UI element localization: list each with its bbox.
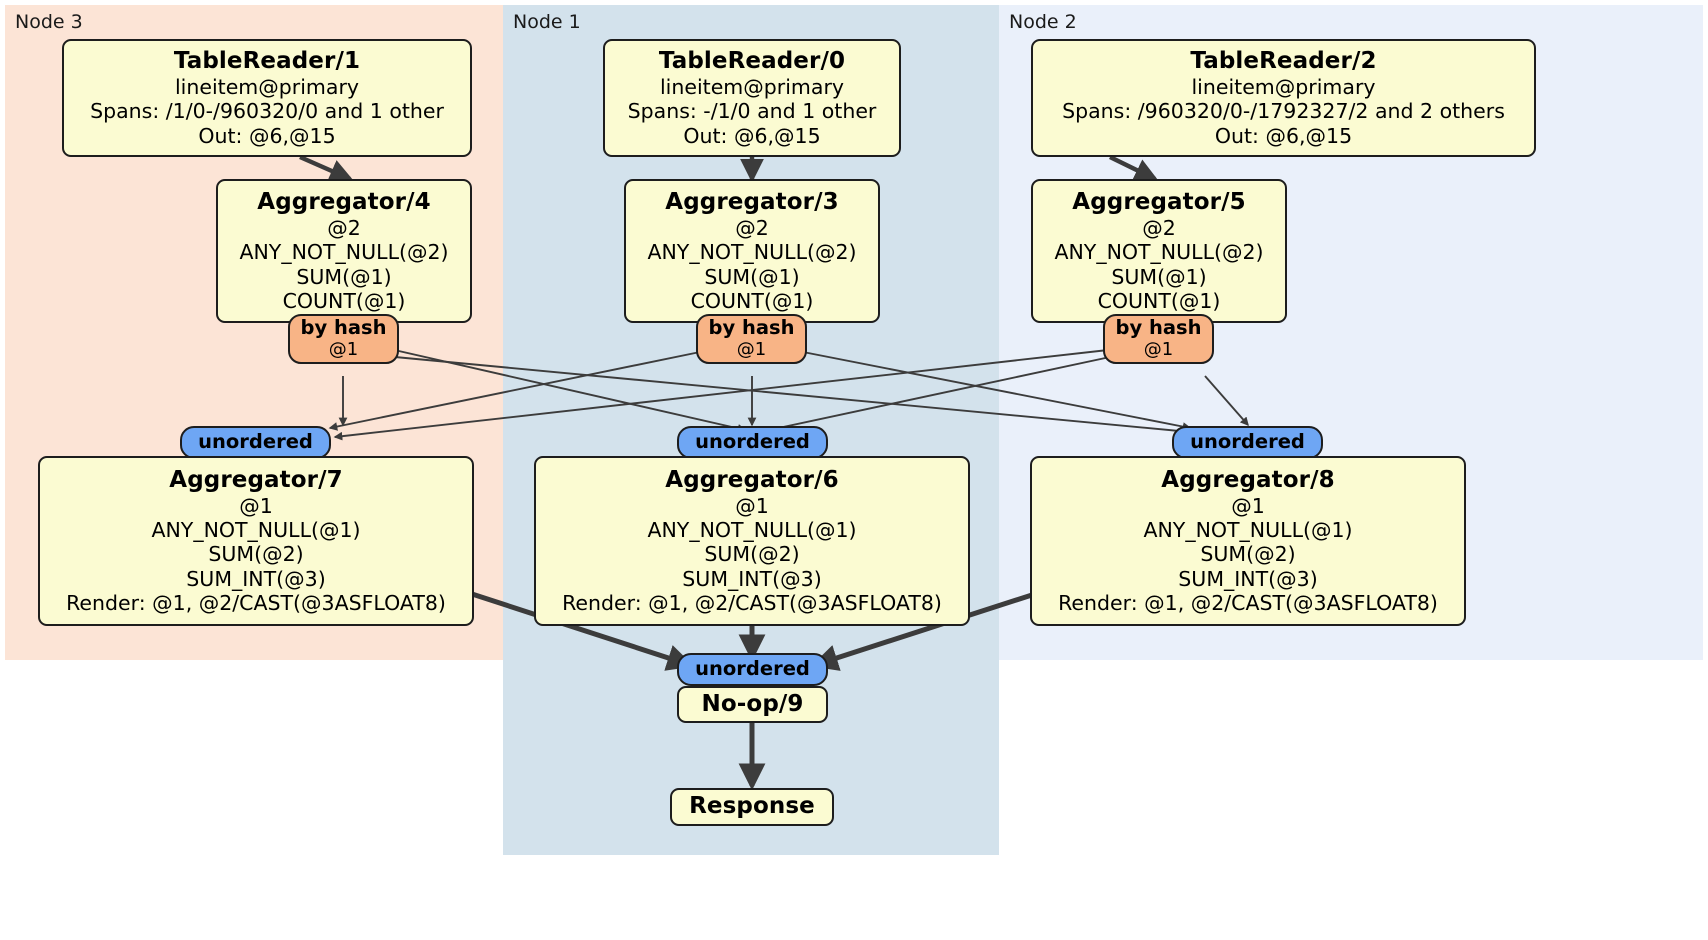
processor-title: Aggregator/6 <box>665 466 839 493</box>
synchronizer-label: unordered <box>1190 430 1305 454</box>
processor-line: COUNT(@1) <box>282 288 406 313</box>
processor-noop-9[interactable]: No-op/9 <box>677 686 828 723</box>
processor-line: ANY_NOT_NULL(@2) <box>647 240 857 265</box>
router-by-hash-center[interactable]: by hash @1 <box>696 314 807 364</box>
processor-line: SUM(@1) <box>296 264 392 289</box>
processor-line: SUM_INT(@3) <box>682 566 822 591</box>
router-type: by hash <box>300 316 387 340</box>
processor-line: ANY_NOT_NULL(@1) <box>151 518 361 543</box>
processor-line: Render: @1, @2/CAST(@3ASFLOAT8) <box>562 590 942 615</box>
processor-line: SUM(@2) <box>704 542 800 567</box>
processor-line: @2 <box>1142 216 1176 241</box>
processor-line: COUNT(@1) <box>1097 288 1221 313</box>
synchronizer-unordered-left[interactable]: unordered <box>180 426 331 459</box>
processor-title: Aggregator/5 <box>1072 189 1246 216</box>
router-column: @1 <box>736 338 767 360</box>
processor-line: Render: @1, @2/CAST(@3ASFLOAT8) <box>1058 590 1438 615</box>
router-type: by hash <box>1115 316 1202 340</box>
synchronizer-label: unordered <box>198 430 313 454</box>
processor-title: TableReader/1 <box>173 48 361 75</box>
processor-line: ANY_NOT_NULL(@2) <box>1054 240 1264 265</box>
processor-line: lineitem@primary <box>659 75 845 100</box>
processor-line: SUM_INT(@3) <box>1178 566 1318 591</box>
processor-line: ANY_NOT_NULL(@2) <box>239 240 449 265</box>
processor-title: Response <box>689 793 815 820</box>
processor-response[interactable]: Response <box>670 788 834 826</box>
processor-line: ANY_NOT_NULL(@1) <box>647 518 857 543</box>
processor-line: Out: @6,@15 <box>1214 123 1353 148</box>
processor-line: SUM(@1) <box>704 264 800 289</box>
synchronizer-unordered-final[interactable]: unordered <box>677 653 828 686</box>
processor-line: SUM(@2) <box>1200 542 1296 567</box>
node-label-node2: Node 2 <box>1009 11 1077 33</box>
processor-title: No-op/9 <box>701 690 804 717</box>
processor-line: lineitem@primary <box>1191 75 1376 100</box>
processor-title: Aggregator/7 <box>169 466 343 493</box>
processor-line: @1 <box>735 494 769 519</box>
synchronizer-unordered-center[interactable]: unordered <box>677 426 828 459</box>
processor-line: @1 <box>1231 494 1265 519</box>
node-label-node1: Node 1 <box>513 11 581 33</box>
processor-table-reader-0[interactable]: TableReader/0 lineitem@primary Spans: -/… <box>603 39 901 157</box>
processor-line: Render: @1, @2/CAST(@3ASFLOAT8) <box>66 590 446 615</box>
processor-title: Aggregator/4 <box>257 189 431 216</box>
router-by-hash-left[interactable]: by hash @1 <box>288 314 399 364</box>
synchronizer-label: unordered <box>695 657 810 681</box>
processor-line: ANY_NOT_NULL(@1) <box>1143 518 1353 543</box>
node-label-node3: Node 3 <box>15 11 83 33</box>
processor-line: @2 <box>735 216 769 241</box>
processor-line: Spans: /1/0-/960320/0 and 1 other <box>90 99 444 124</box>
processor-table-reader-2[interactable]: TableReader/2 lineitem@primary Spans: /9… <box>1031 39 1536 157</box>
processor-aggregator-4[interactable]: Aggregator/4 @2 ANY_NOT_NULL(@2) SUM(@1)… <box>216 179 472 323</box>
processor-title: TableReader/2 <box>1190 48 1377 75</box>
processor-title: Aggregator/3 <box>665 189 839 216</box>
processor-line: Out: @6,@15 <box>198 123 336 148</box>
processor-title: Aggregator/8 <box>1161 466 1335 493</box>
processor-title: TableReader/0 <box>658 48 846 75</box>
router-column: @1 <box>328 338 359 360</box>
processor-line: COUNT(@1) <box>690 288 814 313</box>
processor-line: @1 <box>239 494 273 519</box>
processor-aggregator-6[interactable]: Aggregator/6 @1 ANY_NOT_NULL(@1) SUM(@2)… <box>534 456 970 626</box>
router-type: by hash <box>708 316 795 340</box>
processor-table-reader-1[interactable]: TableReader/1 lineitem@primary Spans: /1… <box>62 39 472 157</box>
processor-line: Spans: -/1/0 and 1 other <box>627 99 877 124</box>
router-column: @1 <box>1143 338 1174 360</box>
processor-line: @2 <box>327 216 361 241</box>
processor-line: Out: @6,@15 <box>683 123 821 148</box>
processor-aggregator-8[interactable]: Aggregator/8 @1 ANY_NOT_NULL(@1) SUM(@2)… <box>1030 456 1466 626</box>
synchronizer-unordered-right[interactable]: unordered <box>1172 426 1323 459</box>
router-by-hash-right[interactable]: by hash @1 <box>1103 314 1214 364</box>
processor-aggregator-5[interactable]: Aggregator/5 @2 ANY_NOT_NULL(@2) SUM(@1)… <box>1031 179 1287 323</box>
processor-aggregator-7[interactable]: Aggregator/7 @1 ANY_NOT_NULL(@1) SUM(@2)… <box>38 456 474 626</box>
synchronizer-label: unordered <box>695 430 810 454</box>
processor-line: SUM_INT(@3) <box>186 566 326 591</box>
processor-line: SUM(@1) <box>1111 264 1207 289</box>
processor-line: SUM(@2) <box>208 542 304 567</box>
processor-line: lineitem@primary <box>174 75 360 100</box>
processor-aggregator-3[interactable]: Aggregator/3 @2 ANY_NOT_NULL(@2) SUM(@1)… <box>624 179 880 323</box>
processor-line: Spans: /960320/0-/1792327/2 and 2 others <box>1062 99 1505 124</box>
